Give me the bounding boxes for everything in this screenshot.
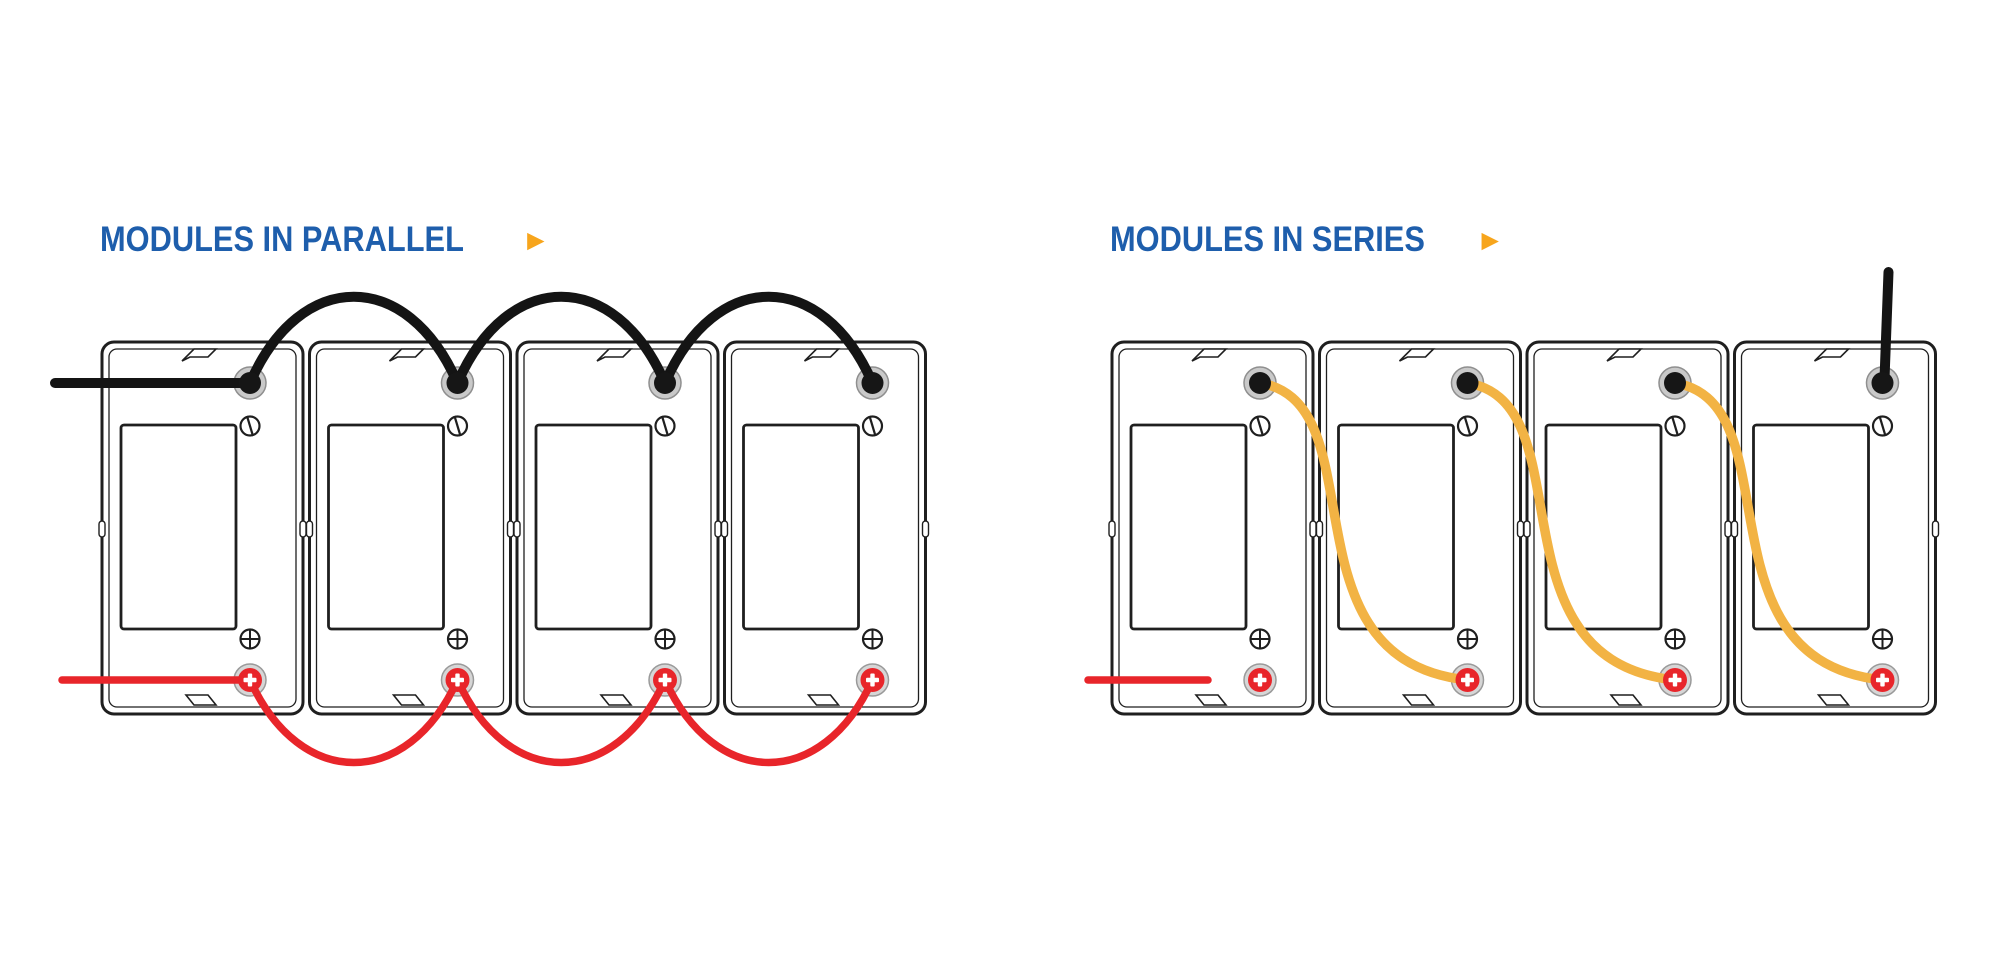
top-clip <box>388 348 426 362</box>
series-jumper-wire <box>1255 378 1473 685</box>
negative-bus-wire <box>452 291 670 388</box>
bottom-clip <box>806 694 841 706</box>
module-window <box>742 423 860 631</box>
bottom-clip <box>391 694 426 706</box>
arrow-right-icon: ▶ <box>527 229 544 252</box>
battery-module <box>1108 340 1317 716</box>
top-clip <box>1191 348 1228 362</box>
negative-terminal-cap <box>239 372 261 394</box>
battery-module <box>1730 340 1940 716</box>
series-title: MODULES IN SERIES <box>1110 220 1425 259</box>
module-window <box>119 423 238 631</box>
battery-module <box>720 340 930 716</box>
top-clip <box>596 348 633 362</box>
negative-terminal-cap <box>1664 372 1686 394</box>
positive-terminal-cap <box>860 668 885 692</box>
negative-terminal-cap <box>861 372 884 394</box>
positive-terminal-cap <box>1455 668 1480 692</box>
positive-bus-wire <box>661 676 877 767</box>
battery-module <box>305 340 515 716</box>
positive-terminal-cap <box>238 668 262 692</box>
bottom-clip <box>1194 694 1228 706</box>
negative-terminal-cap <box>1249 372 1271 394</box>
top-clip <box>1606 348 1643 362</box>
top-clip <box>1813 348 1851 362</box>
module-window <box>1129 423 1248 631</box>
positive-terminal-cap <box>445 668 470 692</box>
parallel-title: MODULES IN PARALLEL <box>100 220 464 259</box>
module-window <box>534 423 653 631</box>
battery-module <box>98 340 307 716</box>
positive-bus-wire <box>453 676 669 767</box>
positive-bus-wire <box>246 676 462 767</box>
negative-bus-wire <box>245 291 463 388</box>
positive-terminal-cap <box>1248 668 1272 692</box>
positive-terminal-cap <box>1870 668 1895 692</box>
negative-bus-wire <box>660 291 878 388</box>
positive-terminal-cap <box>1663 668 1687 692</box>
battery-module <box>513 340 722 716</box>
top-clip <box>803 348 841 362</box>
negative-terminal-cap <box>1456 372 1479 394</box>
series-heading: MODULES IN SERIES ▶ <box>1110 222 1498 257</box>
bottom-clip <box>184 694 218 706</box>
negative-terminal-cap <box>654 372 676 394</box>
negative-terminal-cap <box>1871 372 1894 394</box>
bottom-clip <box>1401 694 1436 706</box>
series-jumper-wire <box>1462 378 1680 685</box>
series-jumper-wire <box>1670 378 1888 685</box>
bottom-clip <box>1816 694 1851 706</box>
positive-terminal-cap <box>653 668 677 692</box>
bottom-clip <box>599 694 633 706</box>
arrow-right-icon: ▶ <box>1481 229 1498 252</box>
top-clip <box>181 348 218 362</box>
bottom-clip <box>1609 694 1643 706</box>
negative-lead-wire <box>1879 267 1894 384</box>
top-clip <box>1398 348 1436 362</box>
negative-terminal-cap <box>446 372 469 394</box>
parallel-heading: MODULES IN PARALLEL ▶ <box>100 222 544 257</box>
module-window <box>327 423 445 631</box>
